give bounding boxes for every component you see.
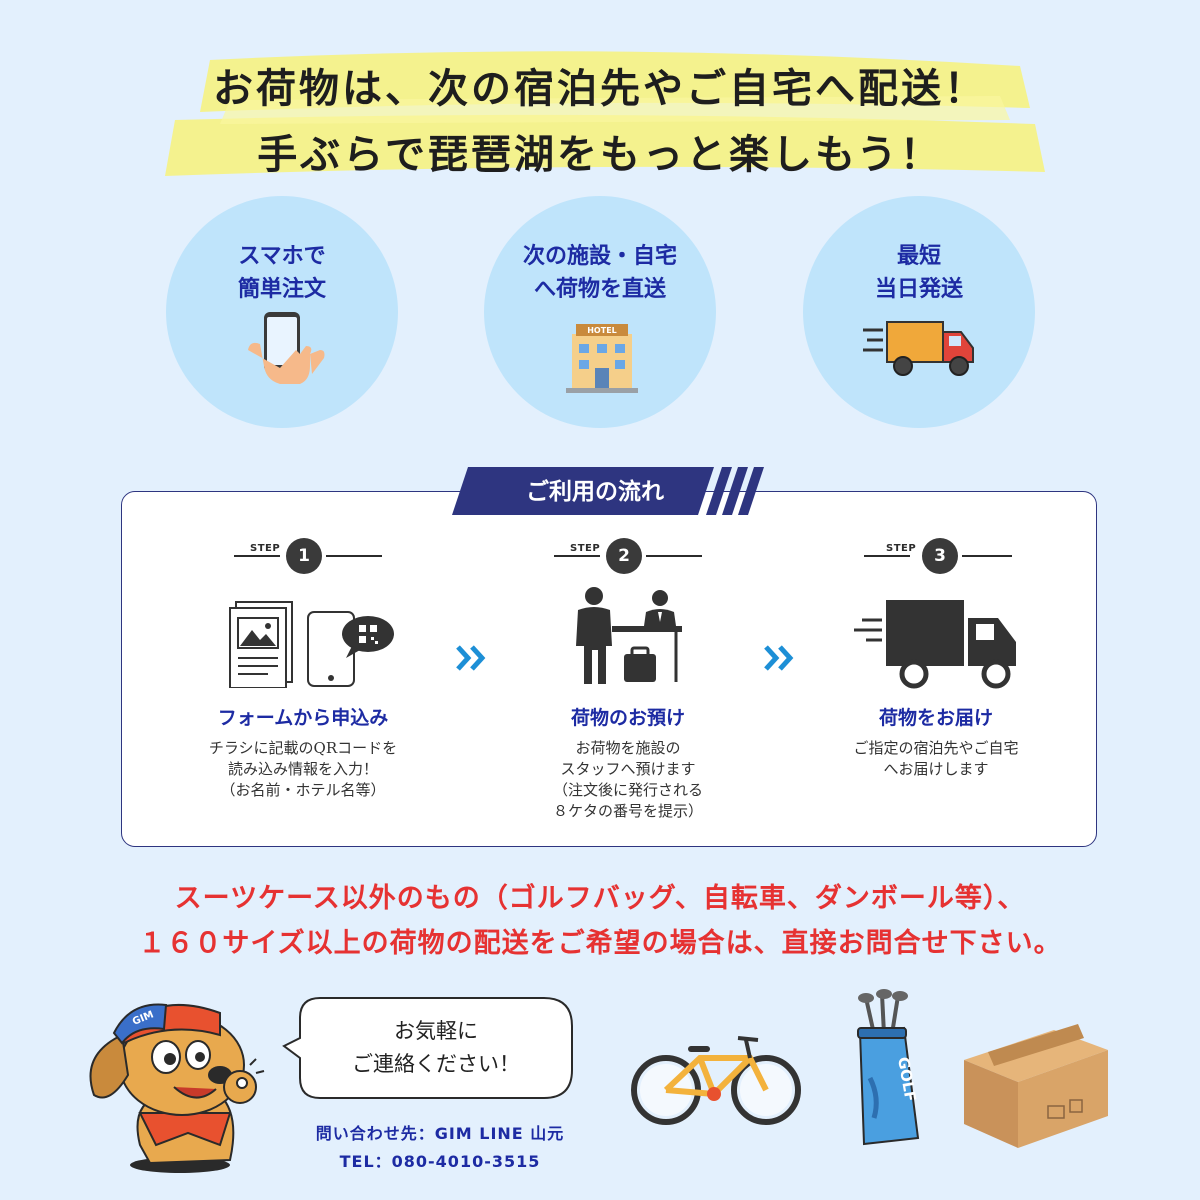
mascot-dog-icon: GIM [89, 1003, 265, 1173]
contact-name: 問い合わせ先：GIM LINE 山元 [315, 1124, 565, 1143]
step-3-title: 荷物をお届け [878, 707, 993, 729]
step-line [326, 555, 382, 557]
headline-line-2: 手ぶらで琵琶湖をもっと楽しもう！ [257, 132, 943, 178]
feature-direct-delivery: 次の施設・自宅 へ荷物を直送 HOTEL [484, 196, 716, 428]
step-2-description: お荷物を施設の スタッフへ預けます （注文後に発行される ８ケタの番号を提示） [552, 739, 703, 820]
smartphone-hand-icon [248, 312, 325, 384]
warning-line-2: １６０サイズ以上の荷物の配送をご希望の場合は、直接お問合せ下さい。 [138, 928, 1062, 959]
step-label: STEP [886, 543, 917, 554]
bicycle-icon [631, 1036, 801, 1125]
step-number: 3 [922, 538, 958, 574]
feature-same-day: 最短 当日発送 [803, 196, 1035, 428]
step-2-header: STEP 2 [554, 538, 704, 574]
chevron-right-icon [456, 645, 486, 671]
step-line [864, 555, 910, 557]
speech-bubble [282, 997, 573, 1099]
flyer-qr-phone-icon [229, 601, 394, 688]
step-3-header: STEP 3 [864, 538, 1014, 574]
step-1-title: フォームから申込み [217, 707, 389, 729]
speech-bubble-text: お気軽に ご連絡ください！ [352, 1019, 520, 1076]
feature-text: 最短 当日発送 [874, 244, 963, 302]
step-line [646, 555, 702, 557]
step-1-header: STEP 1 [234, 538, 384, 574]
feature-text: 次の施設・自宅 へ荷物を直送 [522, 244, 677, 302]
feature-smartphone: スマホで 簡単注文 [166, 196, 398, 428]
step-2-title: 荷物のお預け [570, 707, 685, 729]
step-label: STEP [250, 543, 281, 554]
flow-title: ご利用の流れ [526, 479, 664, 505]
hotel-icon: HOTEL [566, 324, 638, 393]
warning-line-1: スーツケース以外のもの（ゴルフバッグ、自転車、ダンボール等）、 [174, 883, 1026, 914]
front-desk-staff-icon [576, 587, 682, 684]
step-number: 1 [286, 538, 322, 574]
flow-title-tab [452, 467, 764, 515]
delivery-truck-icon [863, 321, 974, 376]
step-line [234, 555, 280, 557]
svg-text:HOTEL: HOTEL [587, 326, 617, 335]
step-number: 2 [606, 538, 642, 574]
chevron-right-icon [764, 645, 794, 671]
contact-phone: TEL：080-4010-3515 [339, 1152, 541, 1171]
truck-icon [854, 600, 1016, 689]
highlight-brush [165, 51, 1045, 176]
step-3-description: ご指定の宿泊先やご自宅 へお届けします [853, 739, 1019, 778]
feature-text: スマホで 簡単注文 [237, 244, 326, 302]
headline-line-1: お荷物は、次の宿泊先やご自宅へ配送！ [213, 66, 987, 112]
step-line [962, 555, 1012, 557]
step-label: STEP [570, 543, 601, 554]
step-line [554, 555, 600, 557]
golf-bag-icon: GOLF [857, 989, 920, 1146]
cardboard-box-icon [964, 1024, 1108, 1148]
step-1-description: チラシに記載のQRコードを 読み込み情報を入力！ （お名前・ホテル名等） [208, 739, 398, 799]
